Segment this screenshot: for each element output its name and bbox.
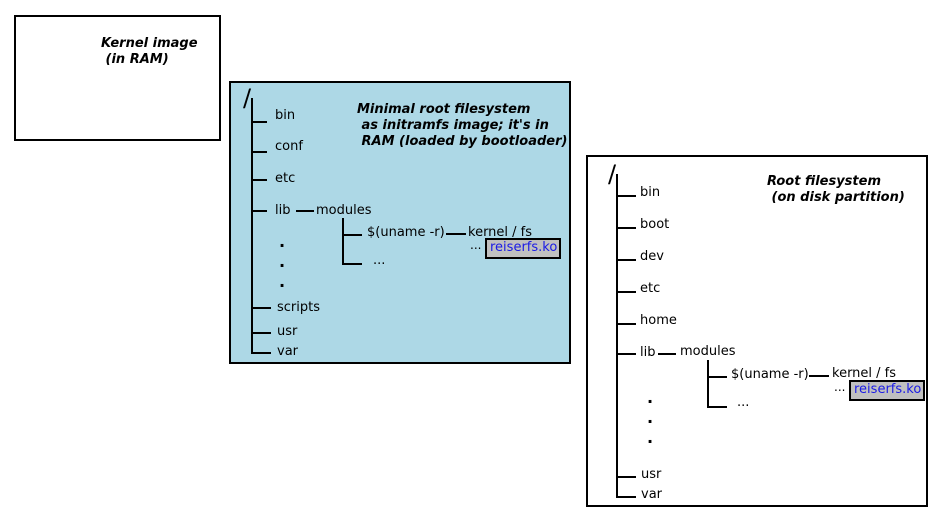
rootfs-branch-boot xyxy=(616,227,636,229)
rootfs-branch-bin xyxy=(616,195,636,197)
rootfs-item-boot: boot xyxy=(640,217,670,232)
rootfs-branch-etc xyxy=(616,291,636,293)
initramfs-item-scripts: scripts xyxy=(277,300,320,315)
initramfs-branch-usr xyxy=(251,332,271,334)
initramfs-kernel-fs-label: kernel / fs xyxy=(468,225,533,240)
initramfs-branch-lib xyxy=(251,210,267,212)
rootfs-root-slash: / xyxy=(608,160,617,188)
kernel-image-caption: Kernel image (in RAM) xyxy=(101,36,198,67)
initramfs-item-bin: bin xyxy=(275,108,296,123)
rootfs-modules-trunk xyxy=(707,360,709,408)
initramfs-uname-kernel-connector xyxy=(446,233,466,235)
rootfs-branch-ellipsis xyxy=(707,406,727,408)
initramfs-item-var: var xyxy=(277,344,299,359)
initramfs-branch-ellipsis xyxy=(342,263,362,265)
initramfs-item-lib: lib xyxy=(275,203,291,218)
initramfs-tree-trunk xyxy=(251,98,253,354)
initramfs-ellipsis: ... xyxy=(373,253,386,268)
rootfs-branch-var xyxy=(616,496,636,498)
rootfs-vertical-dot: . xyxy=(647,408,654,427)
rootfs-box xyxy=(586,155,928,507)
rootfs-branch-usr xyxy=(616,476,636,478)
rootfs-branch-dev xyxy=(616,259,636,261)
rootfs-branch-uname xyxy=(707,376,727,378)
initramfs-lib-modules-connector xyxy=(296,210,314,212)
initramfs-modules-label: modules xyxy=(316,203,372,218)
initramfs-reiserfs-module: reiserfs.ko xyxy=(485,238,561,259)
rootfs-reiserfs-module: reiserfs.ko xyxy=(849,380,925,401)
rootfs-kernel-fs-label: kernel / fs xyxy=(832,366,897,381)
rootfs-small-ellipsis: ... xyxy=(834,380,846,394)
rootfs-uname-label: $(uname -r) xyxy=(731,367,809,382)
rootfs-modules-label: modules xyxy=(680,344,736,359)
initramfs-box xyxy=(229,81,571,364)
rootfs-ellipsis: ... xyxy=(737,395,750,410)
rootfs-tree-trunk xyxy=(616,174,618,498)
rootfs-item-lib: lib xyxy=(640,345,656,360)
initramfs-branch-conf xyxy=(251,151,267,153)
rootfs-lib-modules-connector xyxy=(658,353,676,355)
initramfs-item-usr: usr xyxy=(277,324,298,339)
initramfs-branch-uname xyxy=(342,234,362,236)
rootfs-uname-kernel-connector xyxy=(809,375,829,377)
initramfs-vertical-dot: . xyxy=(279,232,286,251)
rootfs-item-dev: dev xyxy=(640,249,664,264)
rootfs-item-var: var xyxy=(641,487,663,502)
rootfs-vertical-dot: . xyxy=(647,388,654,407)
kernel-image-box xyxy=(14,15,221,141)
rootfs-branch-lib xyxy=(616,353,636,355)
initramfs-branch-bin xyxy=(251,121,267,123)
initramfs-modules-trunk xyxy=(342,218,344,265)
rootfs-item-home: home xyxy=(640,313,677,328)
initramfs-uname-label: $(uname -r) xyxy=(367,225,445,240)
initramfs-caption: Minimal root filesystem as initramfs ima… xyxy=(357,102,568,149)
rootfs-item-usr: usr xyxy=(641,467,662,482)
initramfs-branch-scripts xyxy=(251,307,271,309)
initramfs-branch-etc xyxy=(251,179,267,181)
initramfs-small-ellipsis: ... xyxy=(470,238,482,252)
initramfs-root-slash: / xyxy=(243,84,252,112)
initramfs-vertical-dot: . xyxy=(279,272,286,291)
rootfs-vertical-dot: . xyxy=(647,428,654,447)
initramfs-vertical-dot: . xyxy=(279,252,286,271)
initramfs-branch-var xyxy=(251,352,271,354)
rootfs-item-bin: bin xyxy=(640,185,661,200)
initramfs-item-conf: conf xyxy=(275,139,303,154)
initramfs-item-etc: etc xyxy=(275,171,296,186)
rootfs-branch-home xyxy=(616,323,636,325)
rootfs-item-etc: etc xyxy=(640,281,661,296)
rootfs-caption: Root filesystem (on disk partition) xyxy=(767,174,905,205)
